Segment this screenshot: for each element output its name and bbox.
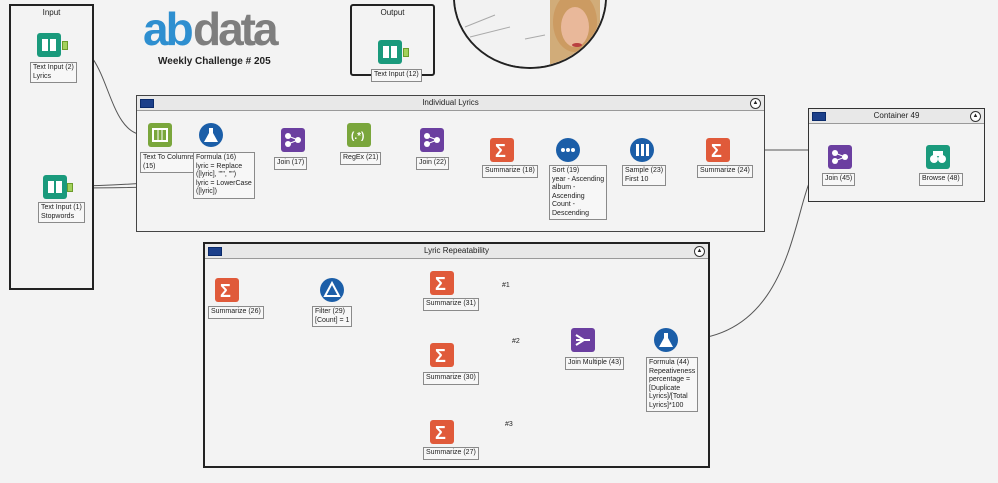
book-icon (42, 39, 56, 51)
container-icon (140, 99, 154, 108)
browse-48-tool[interactable] (926, 145, 950, 169)
flask-icon (659, 333, 673, 347)
text-input-1-tool[interactable] (43, 175, 67, 199)
formula-44-label: Formula (44) Repeativeness percentage = … (646, 357, 699, 412)
join-icon (285, 133, 301, 147)
text-input-1-label: Text Input (1) Stopwords (38, 202, 85, 223)
summarize-31-label: Summarize (31) (423, 298, 479, 311)
filter-29-label: Filter (29) [Count] = 1 (312, 306, 353, 327)
summarize-18-label: Summarize (18) (482, 165, 538, 178)
join-icon (424, 133, 440, 147)
svg-text:Σ: Σ (220, 281, 231, 301)
svg-text:Σ: Σ (495, 141, 506, 161)
challenge-title: Weekly Challenge # 205 (158, 56, 271, 67)
text-input-2-tool[interactable] (37, 33, 61, 57)
join-22-tool[interactable] (420, 128, 444, 152)
container-49-title: Container 49 (873, 111, 920, 120)
join-17-label: Join (17) (274, 157, 308, 170)
summarize-27-label: Summarize (27) (423, 447, 479, 460)
output-anchor[interactable] (403, 48, 409, 57)
text-input-12-tool[interactable] (378, 40, 402, 64)
join-45-label: Join (45) (822, 173, 856, 186)
regex-icon: (.*) (351, 131, 364, 142)
collapse-icon[interactable]: ▲ (694, 246, 705, 257)
container-icon (208, 247, 222, 256)
summarize-27-tool[interactable]: Σ (430, 420, 454, 444)
text-to-columns-label: Text To Columns (15) (140, 152, 198, 173)
text-input-12-label: Text Input (12) (371, 69, 422, 82)
formula-44-tool[interactable] (654, 328, 678, 352)
formula-16-tool[interactable] (199, 123, 223, 147)
abdata-logo: ab data (143, 3, 283, 58)
binoculars-icon (930, 151, 946, 163)
book-icon (48, 181, 62, 193)
svg-text:Σ: Σ (435, 346, 446, 366)
summarize-24-tool[interactable]: Σ (706, 138, 730, 162)
sigma-icon: Σ (435, 423, 446, 443)
sample-23-tool[interactable] (630, 138, 654, 162)
container-49-header: Container 49 ▲ (809, 109, 984, 124)
sort-19-label: Sort (19) year - Ascending album - Ascen… (549, 165, 608, 220)
container-input-title: Input (42, 8, 61, 17)
join-multiple-43-label: Join Multiple (43) (565, 357, 625, 370)
container-individual-lyrics-header: Individual Lyrics ▲ (137, 96, 764, 111)
join-icon (832, 150, 848, 164)
collapse-icon[interactable]: ▲ (750, 98, 761, 109)
container-lyric-repeatability-header: Lyric Repeatability ▲ (205, 244, 708, 259)
connection-label-1: #1 (502, 282, 510, 289)
sample-23-label: Sample (23) First 10 (622, 165, 667, 186)
text-input-2-label: Text Input (2) Lyrics (30, 62, 77, 83)
book-icon (383, 46, 397, 58)
sigma-icon: Σ (711, 141, 722, 161)
filter-icon (323, 280, 341, 297)
summarize-31-tool[interactable]: Σ (430, 271, 454, 295)
svg-text:Σ: Σ (711, 141, 722, 161)
join-22-label: Join (22) (416, 157, 450, 170)
output-anchor[interactable] (67, 183, 73, 192)
text-to-columns-tool[interactable] (148, 123, 172, 147)
collapse-icon[interactable]: ▲ (970, 111, 981, 122)
container-lyric-repeatability-title: Lyric Repeatability (423, 246, 490, 255)
output-anchor[interactable] (62, 41, 68, 50)
sort-icon (561, 148, 575, 152)
svg-text:data: data (193, 5, 279, 53)
formula-16-label: Formula (16) lyric = Replace ([lyric], "… (193, 152, 255, 199)
sigma-icon: Σ (435, 274, 446, 294)
svg-text:(.*): (.*) (351, 131, 364, 142)
connection-label-2: #2 (512, 338, 520, 345)
join-multiple-43-tool[interactable] (571, 328, 595, 352)
container-icon (812, 112, 826, 121)
summarize-18-tool[interactable]: Σ (490, 138, 514, 162)
sigma-icon: Σ (220, 281, 231, 301)
svg-text:Σ: Σ (435, 423, 446, 443)
container-lyric-repeatability[interactable]: Lyric Repeatability ▲ (203, 242, 710, 468)
test-tubes-icon (636, 144, 649, 156)
summarize-30-tool[interactable]: Σ (430, 343, 454, 367)
summarize-26-tool[interactable]: Σ (215, 278, 239, 302)
container-output-title: Output (380, 8, 405, 17)
regex-21-label: RegEx (21) (340, 152, 382, 165)
join-multiple-icon (575, 334, 590, 346)
svg-text:Σ: Σ (435, 274, 446, 294)
container-individual-lyrics-title: Individual Lyrics (422, 98, 479, 107)
svg-text:ab: ab (143, 5, 193, 53)
sort-19-tool[interactable] (556, 138, 580, 162)
filter-29-tool[interactable] (320, 278, 344, 302)
browse-48-label: Browse (48) (919, 173, 963, 186)
summarize-30-label: Summarize (30) (423, 372, 479, 385)
logo-image: ab data (143, 3, 282, 55)
join-17-tool[interactable] (281, 128, 305, 152)
connection-label-3: #3 (505, 421, 513, 428)
sigma-icon: Σ (435, 346, 446, 366)
columns-icon (152, 128, 168, 142)
regex-21-tool[interactable]: (.*) (347, 123, 371, 147)
join-45-tool[interactable] (828, 145, 852, 169)
summarize-24-label: Summarize (24) (697, 165, 753, 178)
flask-icon (204, 128, 218, 142)
summarize-26-label: Summarize (26) (208, 306, 264, 319)
sigma-icon: Σ (495, 141, 506, 161)
